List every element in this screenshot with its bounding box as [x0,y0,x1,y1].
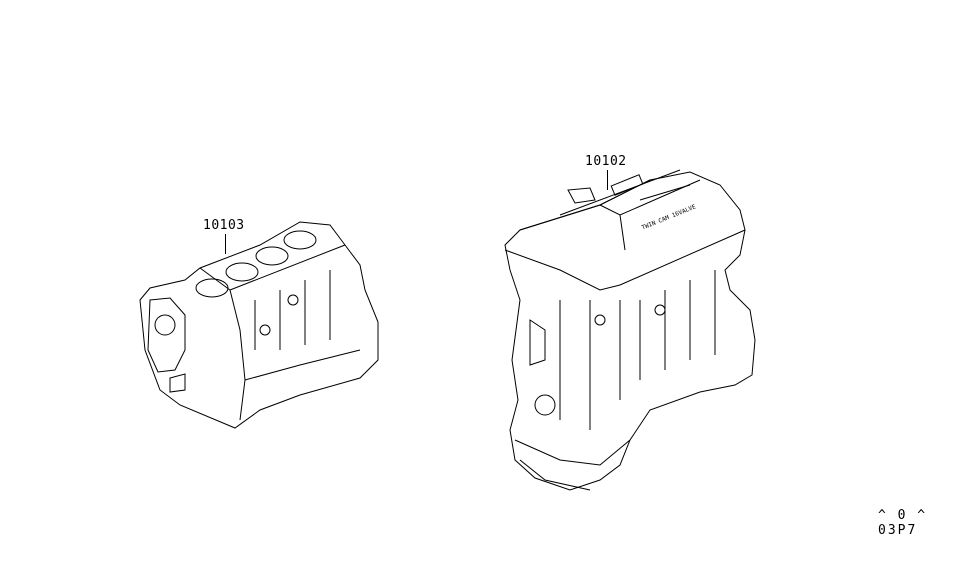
diagram-code: ^ 0 ^ 03P7 [878,508,928,538]
engine-assembly-drawing[interactable] [504,169,756,491]
part-label-10103[interactable]: 10103 [203,218,245,233]
part-label-10102[interactable]: 10102 [585,154,627,169]
leader-line-10102 [607,170,608,190]
short-block-drawing[interactable] [139,221,379,429]
leader-line-10103 [225,234,226,254]
